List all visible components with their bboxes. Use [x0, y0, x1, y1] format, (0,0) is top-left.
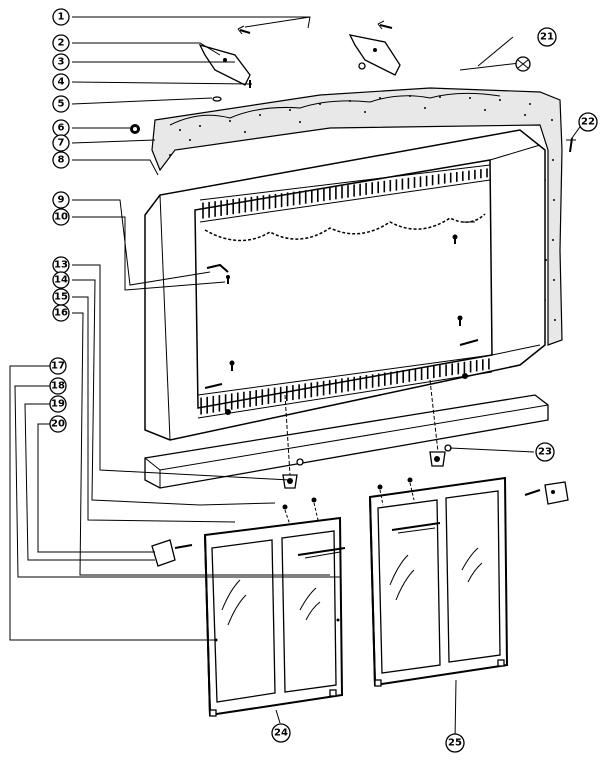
svg-text:4: 4: [58, 77, 65, 88]
callout-6: 6: [52, 119, 70, 137]
part-21-knob: [459, 56, 531, 72]
svg-text:19: 19: [51, 399, 65, 410]
part-1-screw: [237, 20, 393, 35]
top-louvers: [199, 164, 491, 223]
callout-10: 10: [52, 208, 70, 226]
part-22-screw: [566, 137, 576, 153]
callout-20: 20: [49, 415, 67, 433]
callout-16: 16: [52, 304, 70, 322]
callout-22: 22: [578, 112, 598, 132]
callout-19: 19: [49, 395, 67, 413]
sill-screws: [225, 373, 468, 415]
svg-text:3: 3: [58, 57, 65, 68]
svg-text:17: 17: [51, 361, 65, 372]
callout-8: 8: [52, 151, 70, 169]
right-latch: [524, 481, 569, 505]
bottom-trim-bar: [144, 394, 549, 489]
callout-18: 18: [49, 377, 67, 395]
svg-text:10: 10: [54, 212, 68, 223]
bottom-louver-slots: [200, 358, 490, 415]
callout-14: 14: [52, 271, 70, 289]
svg-text:7: 7: [58, 138, 65, 149]
callout-5: 5: [52, 95, 70, 113]
insulation-blanket: [151, 87, 563, 346]
small-pin: [296, 458, 304, 466]
part-20-latch: [151, 539, 193, 567]
callout-7: 7: [52, 134, 70, 152]
svg-text:23: 23: [538, 447, 552, 458]
door-assembly-24: [203, 497, 346, 717]
svg-text:16: 16: [54, 308, 68, 319]
svg-text:2: 2: [58, 38, 65, 49]
svg-text:18: 18: [51, 381, 65, 392]
callout-25: 25: [445, 733, 465, 753]
svg-text:24: 24: [274, 728, 288, 739]
svg-text:13: 13: [54, 260, 68, 271]
svg-text:9: 9: [58, 195, 65, 206]
callout-24: 24: [271, 723, 291, 743]
part-4-pin: [249, 62, 366, 88]
svg-text:1: 1: [58, 12, 65, 23]
svg-text:6: 6: [58, 123, 65, 134]
callout-21: 21: [537, 27, 557, 47]
svg-text:21: 21: [540, 32, 554, 43]
fireplace-frame: [144, 129, 546, 441]
svg-text:20: 20: [51, 419, 65, 430]
leader-lines: [9, 16, 583, 741]
part-2-bracket: [198, 34, 401, 86]
part-5-washer: [212, 96, 222, 102]
door-assembly-25: [368, 476, 509, 687]
callout-15: 15: [52, 288, 70, 306]
callout-3: 3: [52, 53, 70, 71]
svg-text:5: 5: [58, 99, 65, 110]
svg-text:15: 15: [54, 292, 68, 303]
callout-23: 23: [535, 442, 555, 462]
callout-4: 4: [52, 73, 70, 91]
svg-text:25: 25: [448, 738, 462, 749]
svg-text:22: 22: [581, 117, 595, 128]
svg-text:14: 14: [54, 275, 68, 286]
svg-text:8: 8: [58, 155, 65, 166]
callout-2: 2: [52, 34, 70, 52]
callout-17: 17: [49, 357, 67, 375]
callout-1: 1: [52, 8, 70, 26]
firebox-interior-edge: [204, 213, 486, 242]
door-hinge-right: [429, 379, 446, 467]
part-6-knob: [130, 124, 140, 134]
inner-mount-clips: [204, 221, 479, 389]
bottom-louvers: [197, 354, 493, 419]
top-louver-slots: [202, 168, 488, 219]
callout-13: 13: [52, 256, 70, 274]
part-9-clip: [206, 263, 229, 273]
callout-9: 9: [52, 191, 70, 209]
part-10-screw: [226, 275, 230, 284]
